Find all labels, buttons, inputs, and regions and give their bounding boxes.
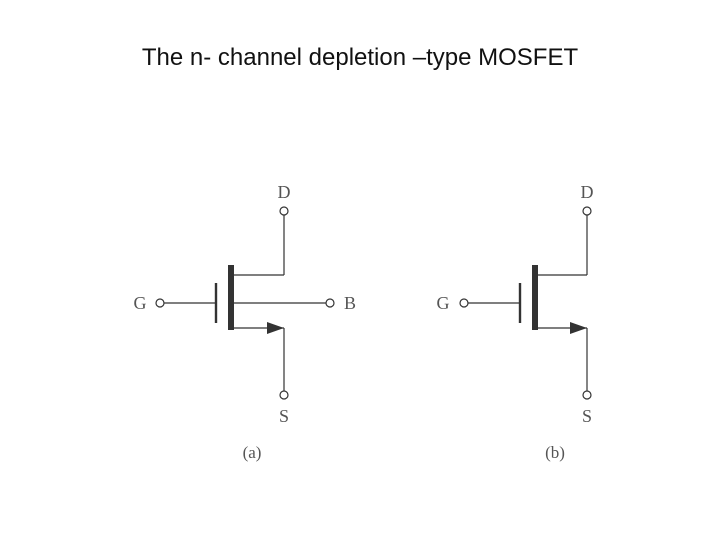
- caption-a: (a): [243, 443, 262, 462]
- body-label-a: B: [344, 293, 356, 313]
- gate-terminal-b[interactable]: [459, 298, 469, 308]
- drain-label-a: D: [278, 182, 291, 202]
- slide-title: The n- channel depletion –type MOSFET: [141, 44, 579, 71]
- mosfet-symbol-b: D G S (b): [437, 182, 594, 462]
- mosfet-symbol-a: D G B S (a): [134, 182, 357, 462]
- source-terminal-b[interactable]: [582, 390, 592, 400]
- source-label-a: S: [279, 406, 289, 426]
- source-terminal-a[interactable]: [279, 390, 289, 400]
- source-arrow-icon-b: [570, 322, 587, 334]
- caption-b: (b): [545, 443, 565, 462]
- source-label-b: S: [582, 406, 592, 426]
- gate-label-b: G: [437, 293, 450, 313]
- gate-terminal-a[interactable]: [155, 298, 165, 308]
- body-terminal-a[interactable]: [325, 298, 335, 308]
- drain-terminal-a[interactable]: [279, 206, 289, 216]
- drain-label-b: D: [581, 182, 594, 202]
- drain-terminal-b[interactable]: [582, 206, 592, 216]
- source-arrow-icon-a: [267, 322, 284, 334]
- gate-label-a: G: [134, 293, 147, 313]
